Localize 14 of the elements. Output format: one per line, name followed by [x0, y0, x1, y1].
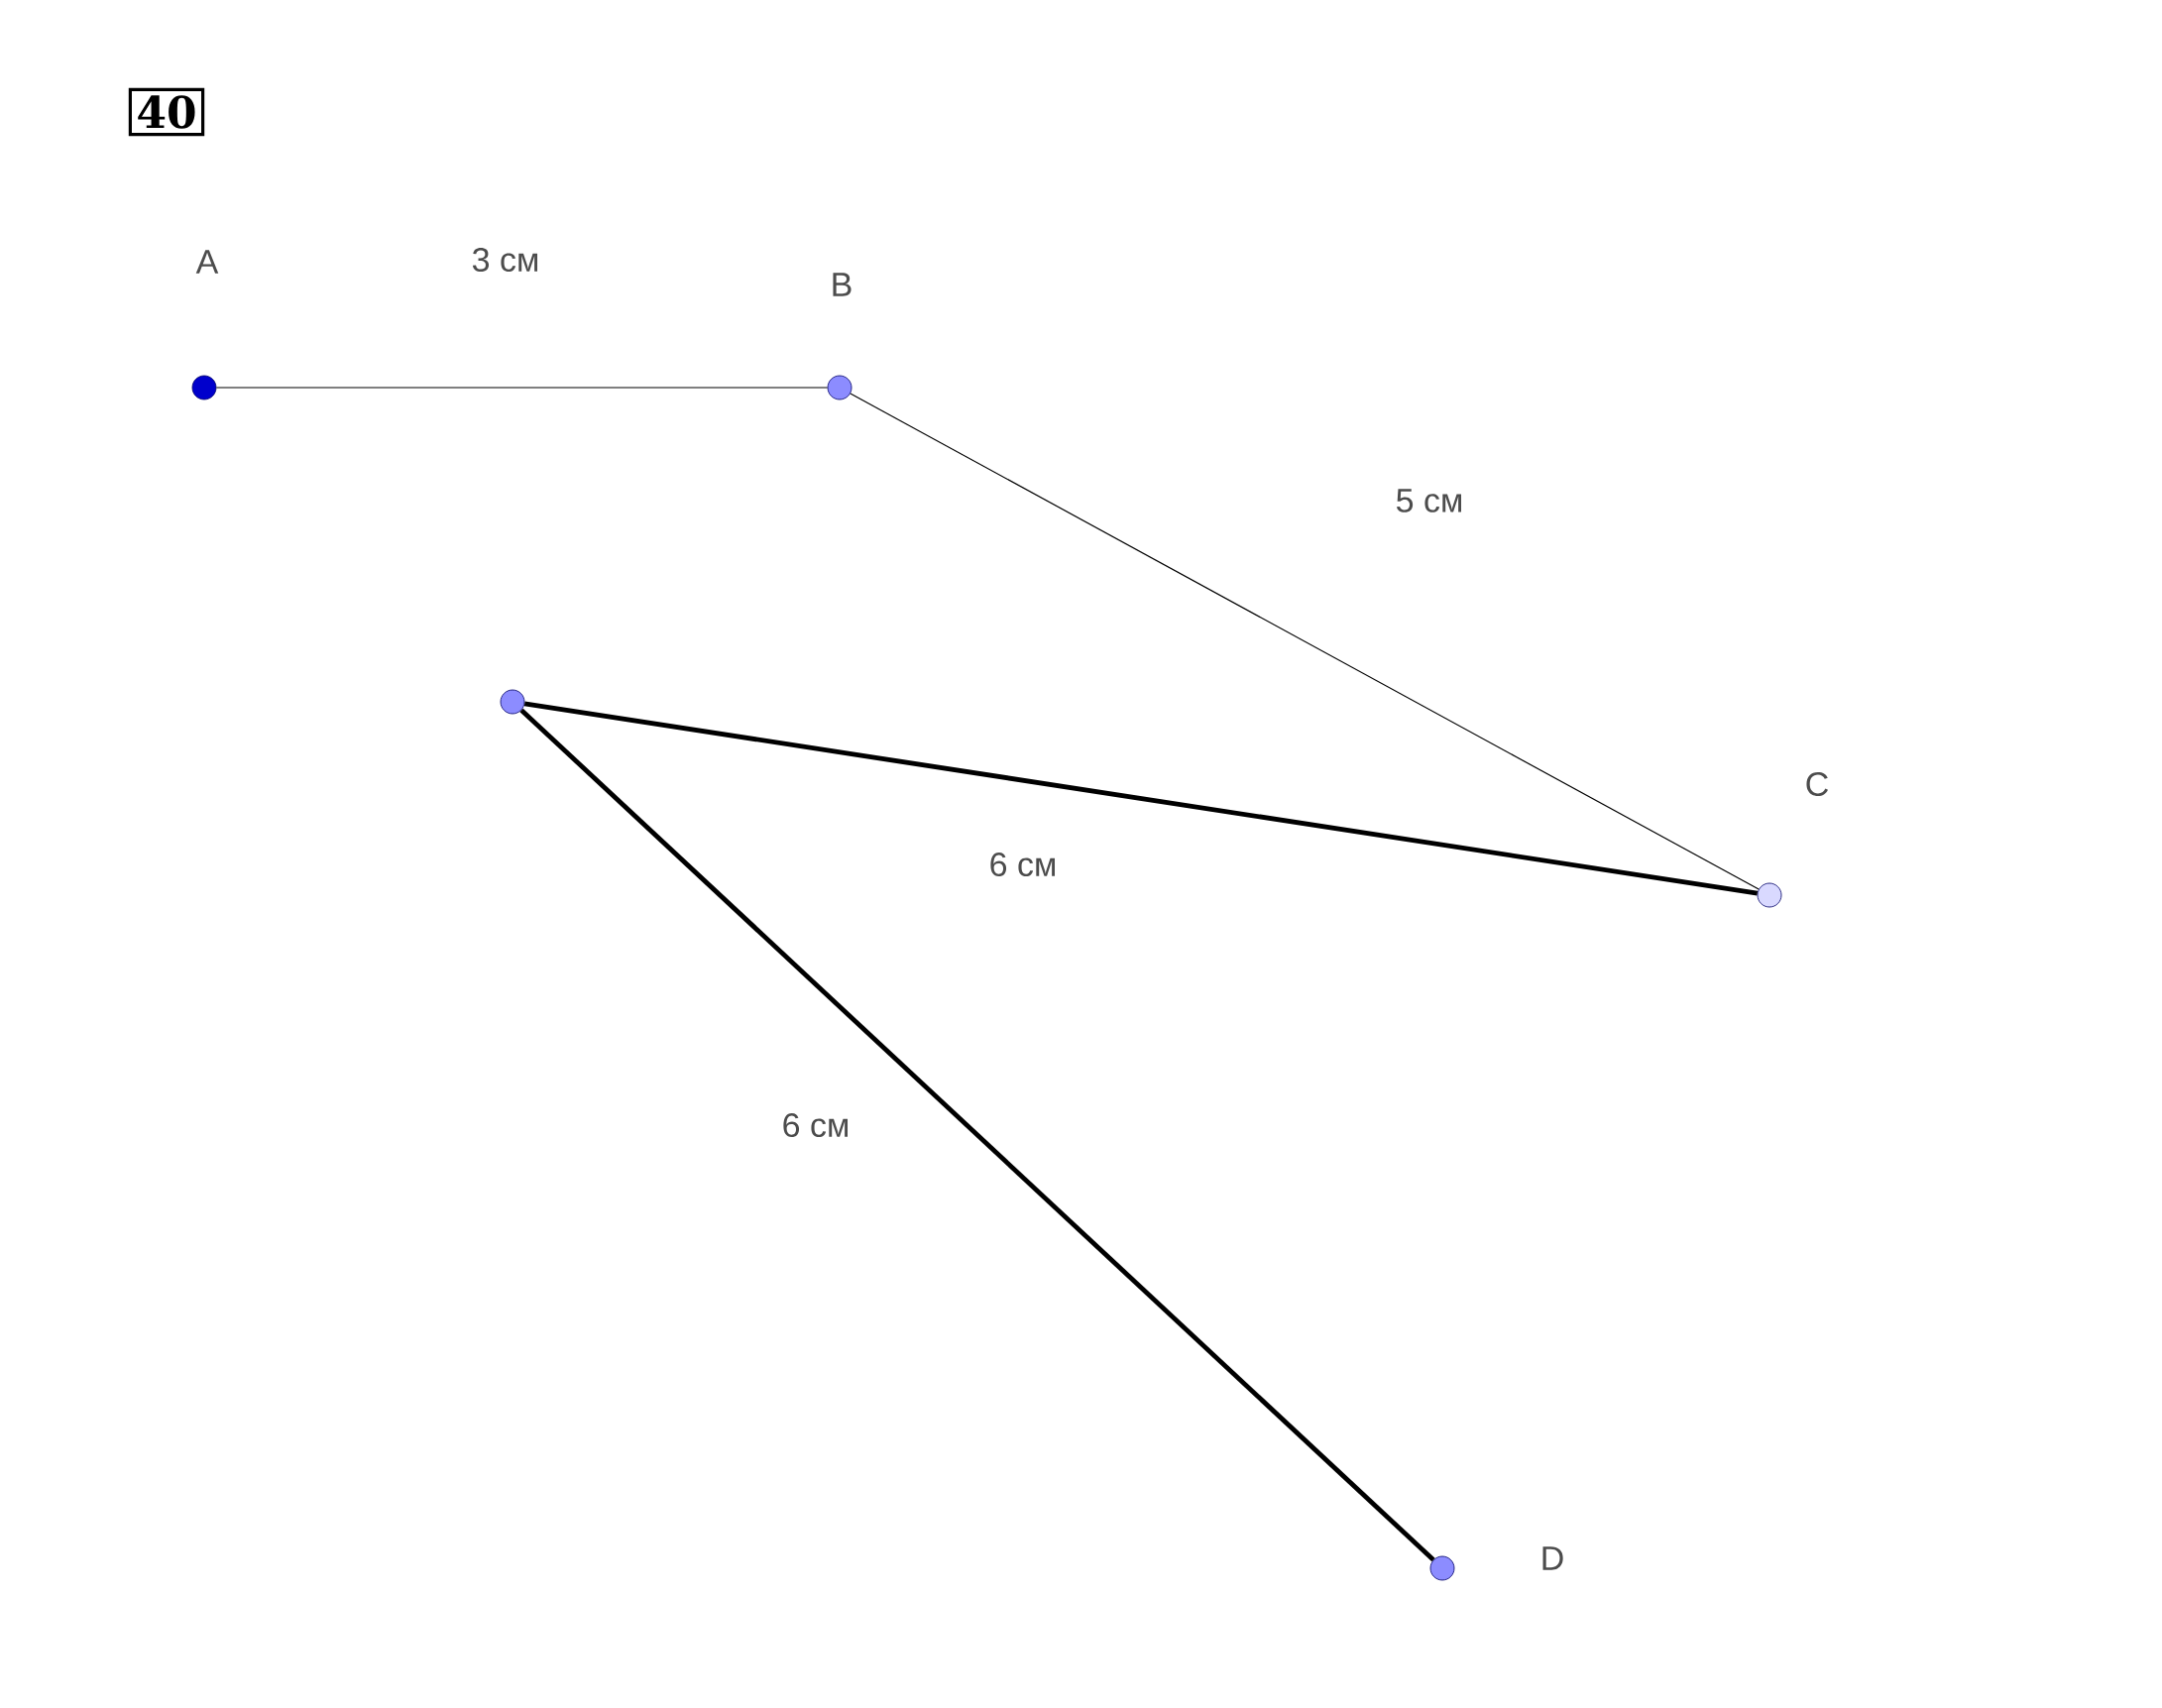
point-label: A	[195, 250, 219, 274]
point-label: C	[1806, 771, 1828, 797]
edge-label: 6 см	[779, 1110, 853, 1140]
edge-label: 5 см	[1393, 487, 1466, 514]
line-segment	[215, 387, 829, 389]
point-label: D	[1542, 1546, 1563, 1570]
point	[500, 689, 525, 715]
point-label: B	[833, 273, 852, 296]
edge-label: 6 см	[986, 850, 1060, 879]
line-segment	[519, 708, 1435, 1562]
edge-label: 3 см	[469, 245, 542, 275]
line-segment	[850, 393, 1760, 890]
problem-number: 40	[128, 87, 205, 137]
line-segment	[523, 701, 1759, 896]
